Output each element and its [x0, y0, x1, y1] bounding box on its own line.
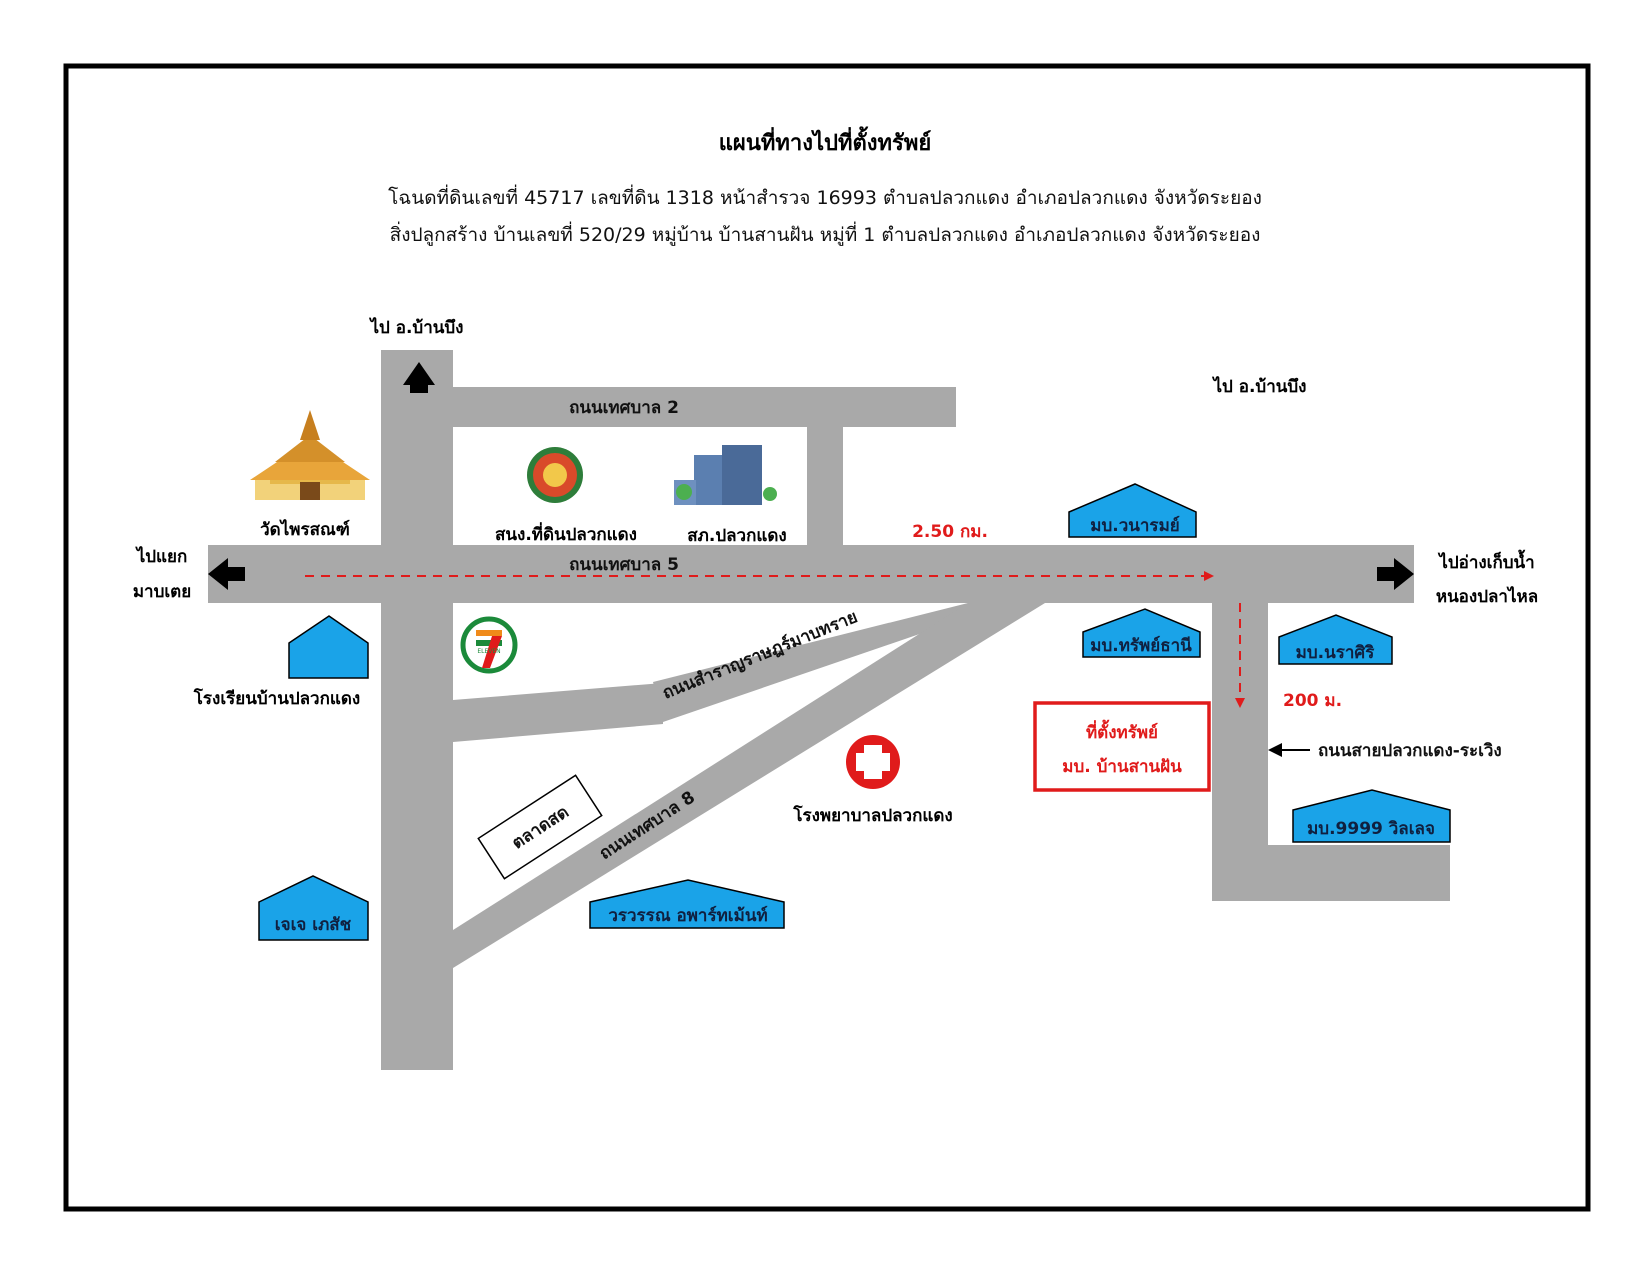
building-narasiri: มบ.นราศิริ — [1278, 614, 1393, 665]
school-label: โรงเรียนบ้านปลวกแดง — [193, 688, 360, 709]
building-jj-label: เจเจ เภสัช — [275, 915, 352, 935]
north-arrow-stem — [410, 385, 428, 393]
direction-west-1: ไปแยก — [135, 546, 188, 567]
east-arrow-icon — [1377, 558, 1414, 590]
road-side-branch — [1268, 845, 1450, 901]
land-office-seal-icon — [527, 447, 583, 503]
building-village9999-label: มบ.9999 วิลเลจ — [1307, 819, 1435, 839]
land-office-label: สนง.ที่ดินปลวกแดง — [495, 522, 637, 545]
building-wanwan: วรวรรณ อพาร์ทเม้นท์ — [589, 879, 785, 929]
building-subthani: มบ.ทรัพย์ธานี — [1082, 608, 1201, 658]
map-frame — [63, 63, 1591, 1212]
hospital-label: โรงพยาบาลปลวกแดง — [792, 805, 952, 826]
building-wanwan-label: วรวรรณ อพาร์ทเม้นท์ — [608, 905, 767, 926]
building-wanarom-label: มบ.วนารมย์ — [1090, 515, 1179, 536]
roads — [208, 350, 1450, 1070]
road-side — [1212, 603, 1268, 901]
north-arrow-icon — [403, 362, 435, 392]
property-label-2: มบ. บ้านสานฝัน — [1062, 757, 1182, 777]
direction-west-2: มาบเตย — [133, 582, 191, 602]
road-label-tessaban-2: ถนนเทศบาล 2 — [569, 398, 679, 418]
road-tessaban-5 — [208, 545, 1414, 603]
building-jj: เจเจ เภสัช — [258, 875, 369, 941]
direction-northeast: ไป อ.บ้านบึง — [1212, 376, 1307, 397]
side-road-pointer-head — [1268, 743, 1282, 757]
property-label-1: ที่ตั้งทรัพย์ — [1086, 719, 1158, 743]
road-connector — [807, 427, 843, 545]
road-tessaban-2 — [453, 387, 956, 427]
direction-east-2: หนองปลาไหล — [1436, 586, 1538, 607]
deed-info: โฉนดที่ดินเลขที่ 45717 เลขที่ดิน 1318 หน… — [388, 184, 1262, 209]
west-arrow-icon — [208, 558, 245, 590]
property-box — [1033, 701, 1211, 792]
map-title: แผนที่ทางไปที่ตั้งทรัพย์ — [719, 126, 931, 156]
road-label-tessaban-5: ถนนเทศบาล 5 — [569, 555, 679, 575]
road-samran-lower — [453, 683, 663, 742]
building-subthani-label: มบ.ทรัพย์ธานี — [1090, 635, 1192, 656]
seven-eleven-icon — [460, 616, 518, 674]
distance-main: 2.50 กม. — [912, 522, 988, 542]
direction-east-1: ไปอ่างเก็บน้ำ — [1437, 549, 1534, 573]
police-station-icon — [674, 445, 777, 505]
building-wanarom: มบ.วนารมย์ — [1068, 483, 1197, 538]
police-station-label: สภ.ปลวกแดง — [687, 526, 786, 546]
building-narasiri-label: มบ.นราศิริ — [1296, 643, 1376, 663]
temple-icon — [250, 410, 370, 500]
road-vertical-main — [381, 350, 453, 1070]
direction-north: ไป อ.บ้านบึง — [369, 317, 464, 338]
road-label-side: ถนนสายปลวกแดง-ระเวิง — [1318, 741, 1502, 761]
distance-side: 200 ม. — [1283, 691, 1342, 711]
school-building-icon — [288, 615, 369, 679]
temple-label: วัดไพรสณฑ์ — [260, 519, 350, 540]
road-samran-upper — [653, 603, 1010, 722]
seven-eleven-text: ELEVEN — [477, 648, 500, 655]
building-info: สิ่งปลูกสร้าง บ้านเลขที่ 520/29 หมู่บ้าน… — [390, 221, 1261, 246]
building-village9999: มบ.9999 วิลเลจ — [1292, 789, 1451, 843]
hospital-icon — [846, 735, 900, 789]
road-tessaban-8 — [453, 603, 1045, 968]
